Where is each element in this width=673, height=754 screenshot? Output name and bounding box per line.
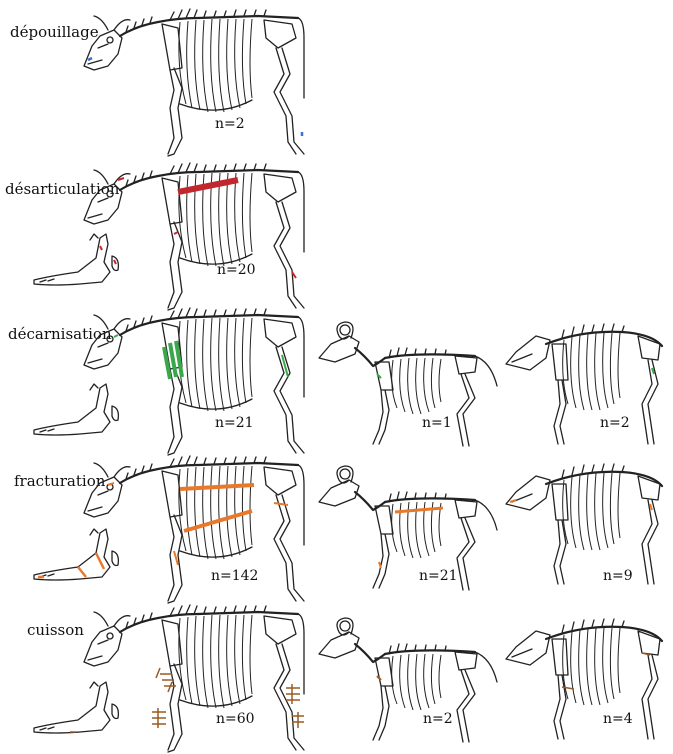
count-cattle: n=2 [215,117,245,132]
cattle-mandible [30,228,125,290]
sheep-skeleton [315,462,505,592]
count-cattle: n=20 [217,263,256,278]
cattle-skeleton [78,8,318,158]
decarnisation-marks [114,335,288,379]
sheep-skeleton [315,614,505,744]
pig-skeleton [502,613,672,743]
row-label-cuisson: cuisson [27,622,84,638]
sheep-skeleton [315,318,505,448]
pig-skeleton [502,318,672,448]
count-sheep: n=21 [419,569,458,584]
cattle-mandible [30,676,125,738]
count-cattle: n=21 [215,416,254,431]
cattle-mandible [30,523,125,585]
count-cattle: n=60 [216,712,255,727]
cattle-mandible [30,378,125,440]
count-pig: n=9 [603,569,633,584]
count-sheep: n=2 [423,712,453,727]
count-pig: n=4 [603,712,633,727]
count-sheep: n=1 [422,416,452,431]
count-cattle: n=142 [211,569,258,584]
fracturation-marks [108,483,288,565]
pig-skeleton [502,458,672,588]
count-pig: n=2 [600,416,630,431]
